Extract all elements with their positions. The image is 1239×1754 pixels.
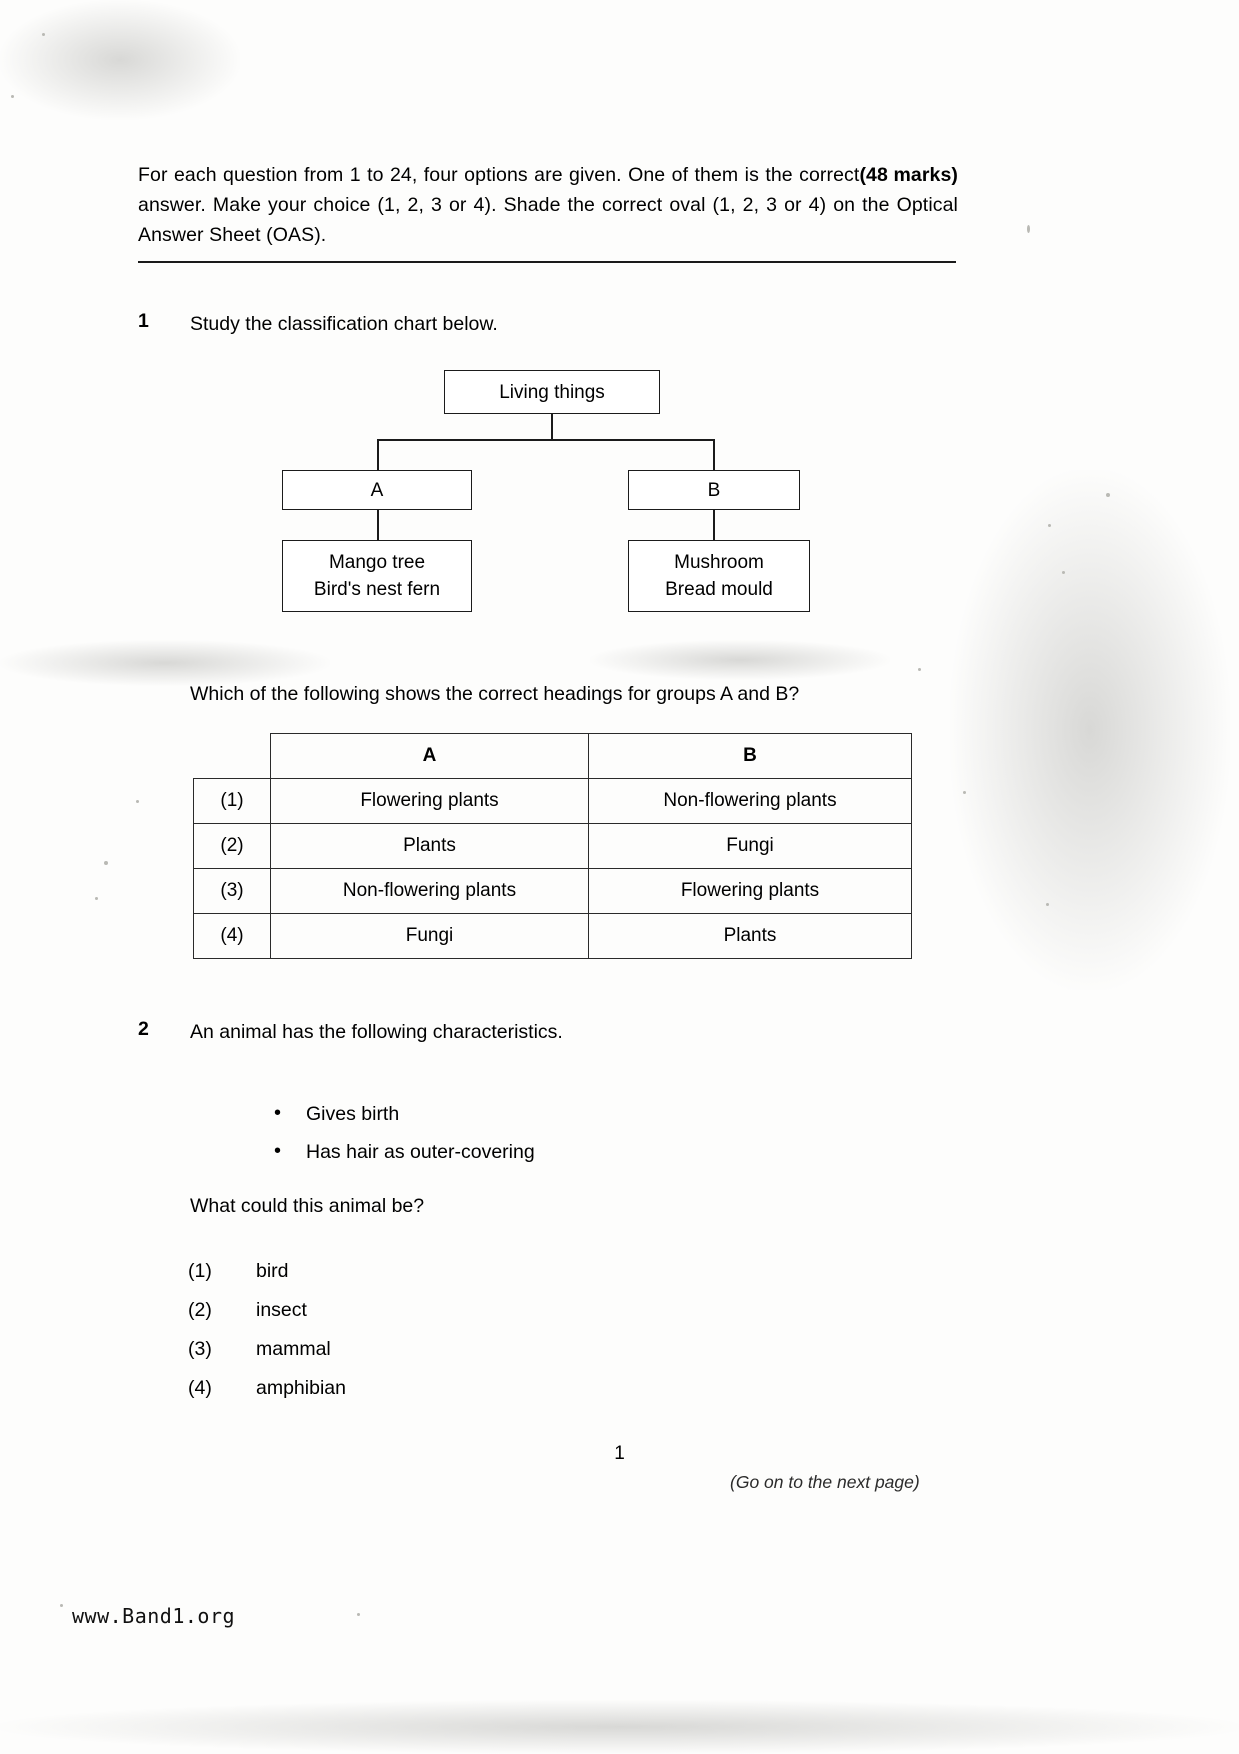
choice-text: insect xyxy=(256,1299,307,1321)
table-header-row: A B xyxy=(193,733,912,779)
table-header-b: B xyxy=(588,733,912,779)
question-1-lead-in: Which of the following shows the correct… xyxy=(190,683,800,705)
list-item: Has hair as outer-covering xyxy=(268,1132,535,1171)
chart-group-b-item: Mushroom xyxy=(674,552,764,573)
site-watermark: www.Band1.org xyxy=(72,1604,236,1628)
choice-text: bird xyxy=(256,1260,289,1282)
chart-root-label: Living things xyxy=(499,381,605,403)
scan-smudge xyxy=(0,0,240,120)
scan-speckle xyxy=(1106,493,1110,497)
chart-connector xyxy=(713,439,715,470)
choice-label: (4) xyxy=(188,1377,212,1399)
option-value-a: Fungi xyxy=(270,913,589,959)
scan-speckle xyxy=(1027,225,1030,233)
option-number: (2) xyxy=(193,823,271,869)
scan-speckle xyxy=(963,791,966,794)
chart-connector xyxy=(377,439,715,441)
scan-smudge xyxy=(0,1700,1239,1754)
scan-speckle xyxy=(136,800,139,803)
chart-group-a-item: Mango tree xyxy=(328,552,426,573)
option-number: (3) xyxy=(193,868,271,914)
table-row[interactable]: (2) Plants Fungi xyxy=(193,823,912,869)
table-row[interactable]: (1) Flowering plants Non-flowering plant… xyxy=(193,778,912,824)
scan-speckle xyxy=(1062,571,1065,574)
scan-speckle xyxy=(11,95,14,98)
chart-group-b-item: Bread mould xyxy=(665,579,773,600)
scan-speckle xyxy=(42,33,45,36)
choice-row[interactable]: (3) mammal xyxy=(188,1330,346,1369)
scan-speckle xyxy=(1046,903,1049,906)
chart-connector xyxy=(713,510,715,540)
option-value-b: Fungi xyxy=(588,823,912,869)
instructions-paragraph: (48 marks) For each question from 1 to 2… xyxy=(138,160,958,250)
list-item: Gives birth xyxy=(268,1094,535,1133)
continue-note: (Go on to the next page) xyxy=(730,1472,920,1492)
scan-speckle xyxy=(104,861,108,865)
choice-text: amphibian xyxy=(256,1377,346,1399)
option-value-b: Flowering plants xyxy=(588,868,912,914)
table-header-a: A xyxy=(270,733,589,779)
scan-smudge xyxy=(950,470,1230,990)
option-value-b: Plants xyxy=(588,913,912,959)
question-2-characteristics-list: Gives birth Has hair as outer-covering xyxy=(268,1094,535,1171)
chart-group-a-item: Bird's nest fern xyxy=(313,579,441,600)
choice-label: (2) xyxy=(188,1299,212,1321)
option-number: (1) xyxy=(193,778,271,824)
choice-label: (3) xyxy=(188,1338,212,1360)
choice-text: mammal xyxy=(256,1338,331,1360)
table-header-blank xyxy=(193,733,271,779)
chart-group-b-label: B xyxy=(707,479,721,501)
chart-connector xyxy=(377,510,379,540)
question-1-stem: Study the classification chart below. xyxy=(190,313,498,335)
scan-speckle xyxy=(1048,524,1051,527)
scan-speckle xyxy=(918,668,921,671)
question-2-lead-in: What could this animal be? xyxy=(190,1195,425,1217)
scan-speckle xyxy=(95,897,98,900)
table-row[interactable]: (3) Non-flowering plants Flowering plant… xyxy=(193,868,912,914)
question-2-number: 2 xyxy=(138,1018,149,1040)
horizontal-divider xyxy=(138,261,956,263)
scan-speckle xyxy=(357,1613,360,1616)
scan-smudge xyxy=(590,640,890,680)
marks-total: (48 marks) xyxy=(859,164,958,186)
chart-node-group-a: A xyxy=(282,470,472,510)
choice-row[interactable]: (2) insect xyxy=(188,1291,346,1330)
option-value-a: Plants xyxy=(270,823,589,869)
option-value-a: Non-flowering plants xyxy=(270,868,589,914)
chart-connector xyxy=(377,439,379,470)
chart-node-group-a-examples: Mango tree Bird's nest fern xyxy=(282,540,472,612)
choice-row[interactable]: (1) bird xyxy=(188,1252,346,1291)
chart-node-group-b: B xyxy=(628,470,800,510)
option-value-b: Non-flowering plants xyxy=(588,778,912,824)
option-value-a: Flowering plants xyxy=(270,778,589,824)
choice-label: (1) xyxy=(188,1260,212,1282)
instructions-text: For each question from 1 to 24, four opt… xyxy=(138,164,958,246)
question-1-number: 1 xyxy=(138,310,149,332)
option-number: (4) xyxy=(193,913,271,959)
chart-node-root: Living things xyxy=(444,370,660,414)
choice-row[interactable]: (4) amphibian xyxy=(188,1369,346,1408)
chart-group-a-label: A xyxy=(370,479,384,501)
question-2-choices: (1) bird (2) insect (3) mammal (4) amphi… xyxy=(188,1252,346,1408)
scan-speckle xyxy=(60,1604,63,1607)
page-number: 1 xyxy=(614,1443,625,1464)
question-1-options-table: A B (1) Flowering plants Non-flowering p… xyxy=(193,733,912,959)
chart-connector xyxy=(551,414,553,440)
table-row[interactable]: (4) Fungi Plants xyxy=(193,913,912,959)
chart-node-group-b-examples: Mushroom Bread mould xyxy=(628,540,810,612)
question-2-stem: An animal has the following characterist… xyxy=(190,1021,563,1043)
classification-chart: Living things A B Mango tree Bird's nest… xyxy=(282,370,868,635)
